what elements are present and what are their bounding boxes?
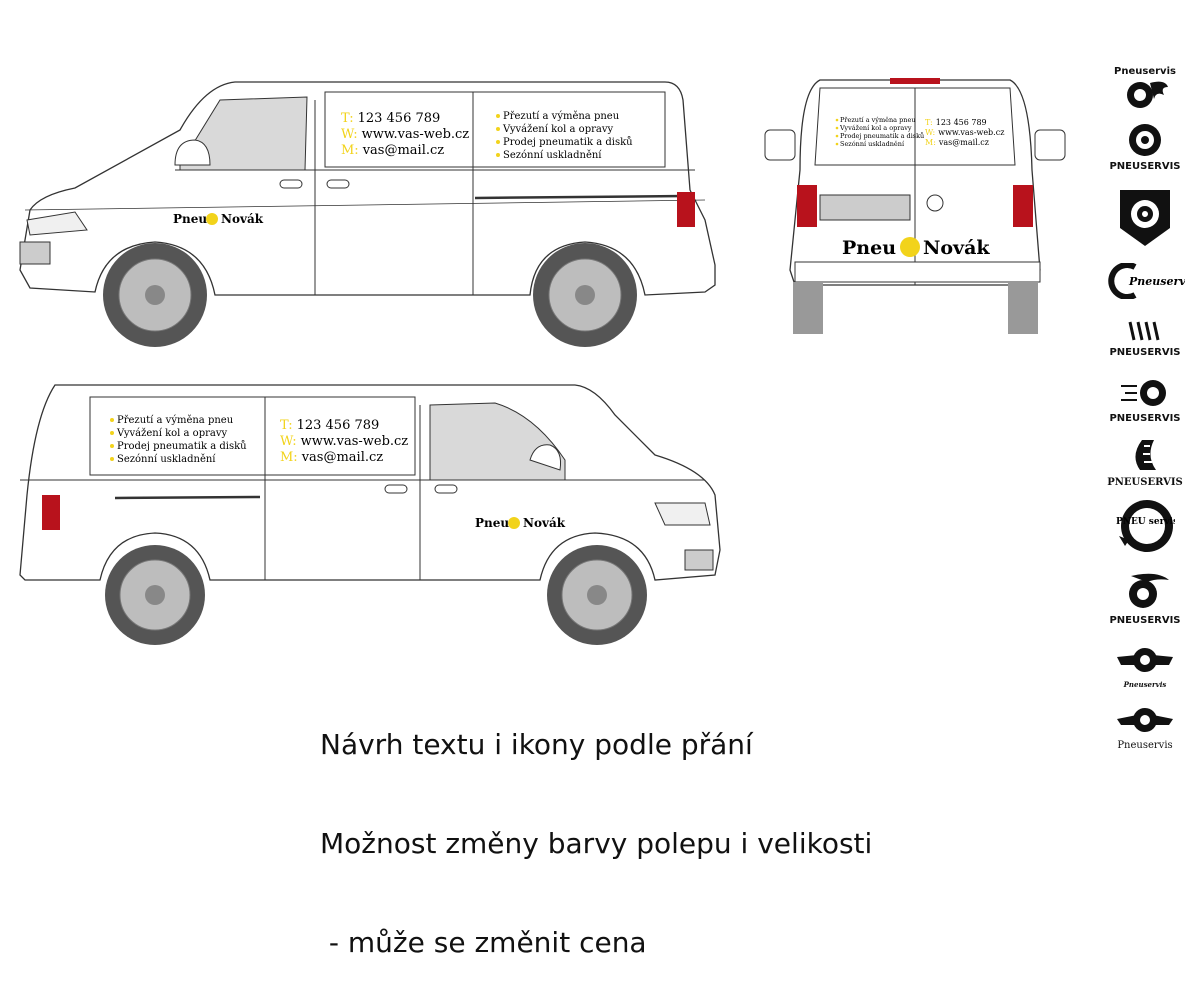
svg-text:W:www.vas-web.cz: W: www.vas-web.cz bbox=[280, 434, 408, 449]
svg-text:M:vas@mail.cz: M:vas@mail.cz bbox=[925, 138, 989, 147]
logo-option: PNEUSERVIS bbox=[1095, 438, 1195, 488]
logo-label: Pneuservis bbox=[1114, 66, 1176, 77]
logo-label: PNEUSERVIS bbox=[1109, 161, 1181, 172]
winged-wheel-2-icon bbox=[1117, 708, 1173, 732]
logo-option: PNEUSERVIS bbox=[1095, 122, 1195, 172]
logo-label: PNEUSERVIS bbox=[1109, 347, 1181, 358]
svg-text:M:vas@mail.cz: M:vas@mail.cz bbox=[341, 143, 444, 158]
logo-options: Pneuservis PNEUSERVIS Pneuservis PNEUSER… bbox=[1095, 60, 1196, 760]
service-item: Sezónní uskladnění bbox=[840, 140, 905, 148]
logo-option: PNEUSERVIS bbox=[1095, 320, 1195, 358]
service-item: Vyvážení kol a opravy bbox=[116, 428, 227, 439]
svg-text:T:123 456 789: T: 123 456 789 bbox=[280, 418, 379, 433]
service-item: Prodej pneumatik a disků bbox=[840, 131, 924, 140]
caption-line-1: Návrh textu i ikony podle přání bbox=[320, 728, 753, 761]
phone-prefix: T: bbox=[925, 118, 933, 127]
web: www.vas-web.cz bbox=[362, 127, 470, 142]
brand-right: Novák bbox=[923, 237, 990, 259]
brand-right: Novák bbox=[221, 212, 264, 226]
mail: vas@mail.cz bbox=[301, 450, 384, 465]
svg-text:W:www.vas-web.cz: W:www.vas-web.cz bbox=[925, 128, 1004, 137]
brand-tire-icon bbox=[508, 517, 520, 529]
logo-option bbox=[1095, 188, 1195, 253]
van-back-view: Přezutí a výměna pneu Vyvážení kol a opr… bbox=[764, 78, 1066, 334]
caption-line-3: - může se změnit cena bbox=[320, 926, 647, 959]
brand-left: Pneu bbox=[475, 516, 509, 530]
web-prefix: W: bbox=[280, 434, 297, 449]
logo-label: PNEUSERVIS bbox=[1109, 615, 1181, 626]
logo-label: Pneuservis bbox=[1117, 740, 1173, 751]
winged-wheel-icon bbox=[1117, 648, 1173, 672]
tire-tread-icon bbox=[1128, 321, 1160, 341]
tire-flame-icon bbox=[1127, 81, 1168, 108]
van-side-view-2: Přezutí a výměna pneu Vyvážení kol a opr… bbox=[19, 384, 721, 645]
brand-tire-icon bbox=[900, 237, 920, 257]
service-item: Vyvážení kol a opravy bbox=[502, 124, 613, 135]
logo-option: Pneuservis bbox=[1095, 705, 1195, 751]
service-item: Prodej pneumatik a disků bbox=[117, 440, 247, 452]
tire-gear-icon bbox=[1129, 124, 1161, 156]
tire-wrench-icon: PNEU servis bbox=[1116, 500, 1178, 552]
mail: vas@mail.cz bbox=[362, 143, 445, 158]
phone: 123 456 789 bbox=[936, 118, 987, 127]
web: www.vas-web.cz bbox=[938, 128, 1004, 137]
service-item: Prodej pneumatik a disků bbox=[503, 136, 633, 148]
svg-text:T:123 456 789: T: 123 456 789 bbox=[341, 111, 440, 126]
brand-tire-icon bbox=[206, 213, 218, 225]
tire-c-icon: Pneuservis bbox=[1108, 262, 1196, 300]
van-side-view: T: 123 456 789 W: www.vas-web.cz M:vas@mai… bbox=[19, 81, 716, 347]
mail-prefix: M: bbox=[280, 450, 298, 465]
service-item: Sezónní uskladnění bbox=[503, 150, 602, 161]
service-item: Přezutí a výměna pneu bbox=[503, 111, 620, 122]
brand-right: Novák bbox=[523, 516, 566, 530]
caption-line-2: Možnost změny barvy polepu i velikosti bbox=[320, 827, 873, 860]
logo-option: PNEUSERVIS bbox=[1095, 570, 1195, 626]
logo-label: Pneuservis bbox=[1128, 275, 1185, 288]
caption: Návrh textu i ikony podle přání Možnost … bbox=[320, 662, 872, 992]
svg-text:M:vas@mail.cz: M:vas@mail.cz bbox=[280, 450, 383, 465]
phone-prefix: T: bbox=[341, 111, 354, 126]
logo-label: Pneuservis bbox=[1123, 680, 1167, 689]
service-item: Přezutí a výměna pneu bbox=[840, 116, 916, 124]
logo-label: PNEUSERVIS bbox=[1107, 477, 1183, 488]
brand-left: Pneu bbox=[842, 237, 896, 259]
svg-text:W:www.vas-web.cz: W: www.vas-web.cz bbox=[341, 127, 469, 142]
shield-wheel-icon bbox=[1120, 190, 1170, 246]
mail: vas@mail.cz bbox=[938, 138, 989, 147]
wheel-swoosh-icon bbox=[1129, 573, 1169, 608]
web: www.vas-web.cz bbox=[301, 434, 409, 449]
logo-label: PNEU servis bbox=[1116, 517, 1175, 527]
svg-text:T:123 456 789: T:123 456 789 bbox=[925, 118, 987, 127]
phone: 123 456 789 bbox=[297, 418, 380, 433]
service-item: Sezónní uskladnění bbox=[117, 454, 216, 465]
brand-left: Pneu bbox=[173, 212, 207, 226]
phone: 123 456 789 bbox=[358, 111, 441, 126]
logo-option: PNEUSERVIS bbox=[1095, 378, 1195, 424]
logo-option: PNEU servis bbox=[1095, 496, 1195, 560]
logo-option: Pneuservis bbox=[1095, 645, 1195, 689]
speed-wheel-icon bbox=[1121, 380, 1166, 406]
logo-label: PNEUSERVIS bbox=[1109, 413, 1181, 424]
service-item: Vyvážení kol a opravy bbox=[839, 124, 912, 132]
web-prefix: W: bbox=[341, 127, 358, 142]
mail-prefix: M: bbox=[341, 143, 359, 158]
phone-prefix: T: bbox=[280, 418, 293, 433]
web-prefix: W: bbox=[925, 128, 935, 137]
logo-option: Pneuservis bbox=[1095, 65, 1195, 113]
service-item: Přezutí a výměna pneu bbox=[117, 415, 234, 426]
tire-side-icon bbox=[1135, 440, 1156, 470]
mail-prefix: M: bbox=[925, 138, 936, 147]
logo-option: Pneuservis bbox=[1095, 262, 1196, 303]
